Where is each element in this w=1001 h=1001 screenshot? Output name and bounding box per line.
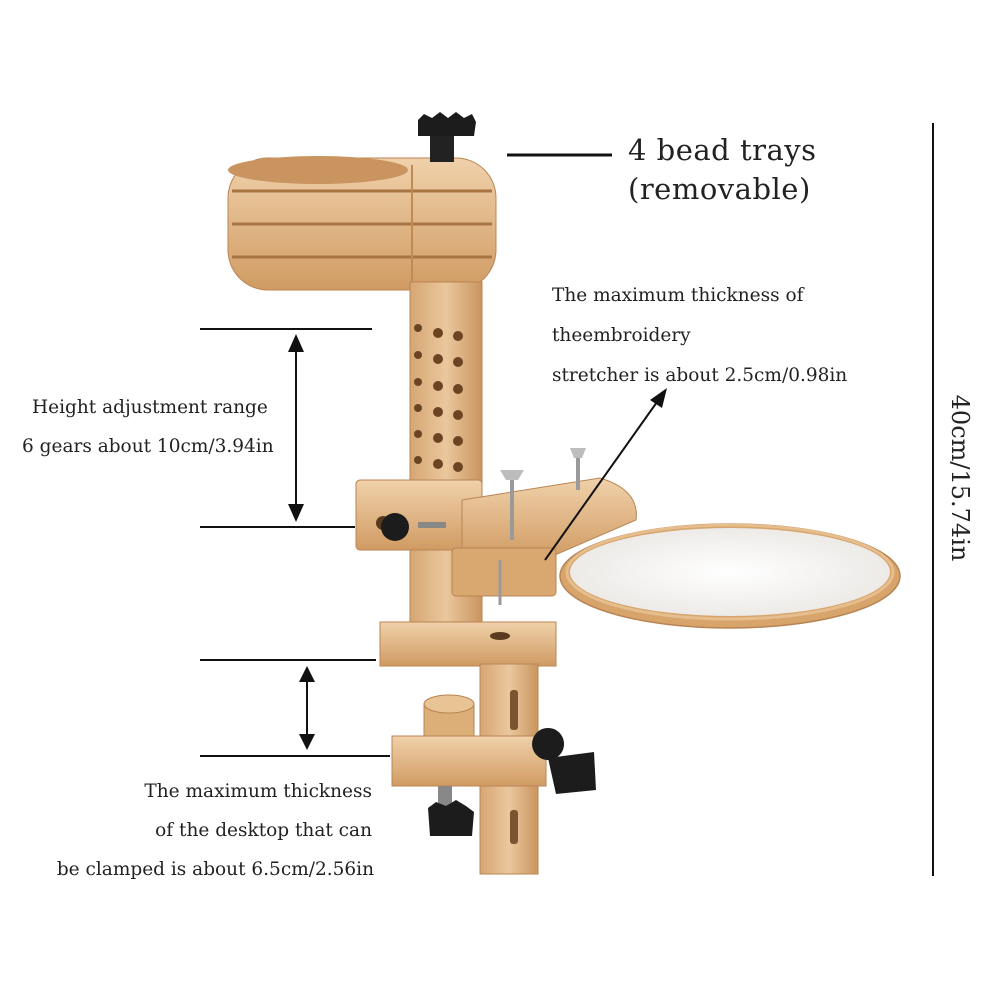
bottom-clamp-knob — [428, 786, 474, 836]
trays-label-line1: 4 bead trays — [628, 133, 817, 167]
stretcher-pointer-arrow — [544, 388, 667, 561]
desktop-label-line3: be clamped is about 6.5cm/2.56in — [56, 859, 374, 880]
height-slider-block — [355, 479, 483, 551]
stretcher-label-line2: theembroidery — [552, 325, 691, 346]
clamp-block — [391, 728, 596, 794]
height-adjust-label-line2: 6 gears about 10cm/3.94in — [22, 436, 274, 457]
embroidery-hoop — [559, 523, 901, 629]
hoop-arm — [451, 448, 637, 605]
height-range-indicator — [200, 328, 372, 528]
round-peg — [423, 694, 475, 743]
desktop-label-line1: The maximum thickness — [144, 781, 372, 802]
bead-trays — [227, 156, 497, 291]
overall-height-label: 40cm/15.74in — [946, 394, 974, 562]
stretcher-label-line3: stretcher is about 2.5cm/0.98in — [552, 365, 848, 386]
top-knob — [418, 112, 476, 162]
stretcher-label-line1: The maximum thickness of — [552, 285, 804, 306]
desktop-thickness-indicator — [200, 659, 390, 757]
middle-plate — [379, 621, 557, 667]
trays-label-line2: (removable) — [628, 172, 811, 206]
desktop-label-line2: of the desktop that can — [155, 820, 372, 841]
height-adjust-label-line1: Height adjustment range — [32, 397, 268, 418]
